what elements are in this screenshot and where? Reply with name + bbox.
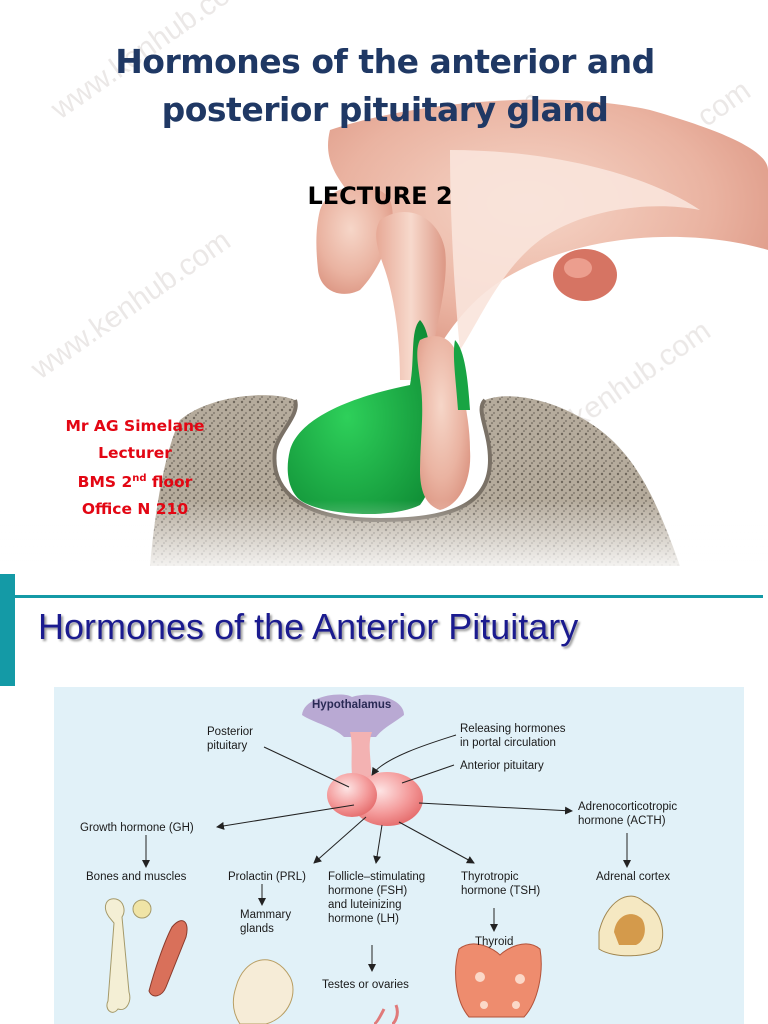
label-acth-line-1: Adrenocorticotropic bbox=[578, 801, 678, 813]
label-anterior-pituitary: Anterior pituitary bbox=[460, 760, 544, 772]
author-block: Mr AG Simelane Lecturer BMS 2nd floor Of… bbox=[45, 413, 225, 522]
label-posterior-line-2: pituitary bbox=[207, 740, 248, 752]
hypothalamus-shape bbox=[302, 694, 404, 737]
anterior-pituitary-slide: Hormones of the Anterior Pituitary bbox=[0, 566, 768, 1024]
posterior-pituitary-gland bbox=[327, 773, 377, 817]
label-releasing-hormones: Releasing hormones in portal circulation bbox=[460, 722, 565, 750]
mammary-illustration bbox=[232, 959, 294, 1024]
label-posterior-pituitary: Posterior pituitary bbox=[207, 725, 253, 753]
label-mammary-line-1: Mammary bbox=[240, 909, 292, 921]
accent-bar bbox=[0, 574, 15, 686]
label-testes-ovaries: Testes or ovaries bbox=[322, 979, 409, 991]
label-tsh-line-1: Thyrotropic bbox=[461, 871, 519, 883]
label-tsh-line-2: hormone (TSH) bbox=[461, 885, 541, 897]
label-growth-hormone: Growth hormone (GH) bbox=[80, 822, 194, 834]
muscle-illustration bbox=[148, 920, 188, 997]
svg-text:www.kenhub.com: www.kenhub.com bbox=[24, 224, 236, 386]
label-releasing-line-2: in portal circulation bbox=[460, 737, 556, 749]
author-name: Mr AG Simelane bbox=[65, 417, 205, 435]
pituitary-illustration: www.kenhub.com www.kenhub.com www.kenhub… bbox=[0, 0, 768, 566]
label-mammary: Mammary glands bbox=[240, 908, 291, 936]
label-releasing-line-1: Releasing hormones bbox=[460, 723, 566, 735]
label-posterior-line-1: Posterior bbox=[207, 726, 254, 738]
label-acth: Adrenocorticotropic hormone (ACTH) bbox=[578, 800, 677, 828]
label-fsh-line-4: hormone (LH) bbox=[328, 913, 399, 925]
slide-title: Hormones of the anterior and posterior p… bbox=[40, 38, 730, 134]
label-fsh-line-1: Follicle–stimulating bbox=[328, 871, 426, 883]
testes-illustration bbox=[373, 1004, 399, 1024]
lecture-number: LECTURE 2 bbox=[307, 182, 453, 210]
label-fsh-line-2: hormone (FSH) bbox=[328, 885, 408, 897]
label-acth-line-2: hormone (ACTH) bbox=[578, 815, 666, 827]
label-hypothalamus: Hypothalamus bbox=[312, 699, 392, 711]
accent-line bbox=[15, 595, 763, 598]
label-bones-muscles: Bones and muscles bbox=[86, 871, 187, 883]
label-adrenal-cortex: Adrenal cortex bbox=[596, 871, 671, 883]
label-tsh: Thyrotropic hormone (TSH) bbox=[461, 870, 540, 898]
location-sup: nd bbox=[132, 473, 147, 484]
label-thyroid: Thyroid bbox=[475, 936, 514, 948]
title-slide: www.kenhub.com www.kenhub.com www.kenhub… bbox=[0, 0, 768, 566]
label-fsh-line-3: and luteinizing bbox=[328, 899, 402, 911]
diagram-graphics bbox=[105, 694, 664, 1024]
author-role: Lecturer bbox=[98, 443, 172, 462]
location-suffix: floor bbox=[146, 473, 193, 492]
label-fsh-lh: Follicle–stimulating hormone (FSH) and l… bbox=[328, 870, 425, 926]
thyroid-illustration bbox=[455, 943, 542, 1018]
anterior-pituitary-diagram: Hypothalamus Posterior pituitary Releasi… bbox=[54, 687, 744, 1024]
author-location: BMS 2nd floor bbox=[45, 466, 225, 496]
bone-illustration bbox=[105, 898, 131, 1013]
slide-2-title: Hormones of the Anterior Pituitary bbox=[38, 606, 579, 647]
title-line-1: Hormones of the anterior and bbox=[115, 42, 655, 81]
author-office: Office N 210 bbox=[81, 499, 189, 518]
label-mammary-line-2: glands bbox=[240, 923, 274, 935]
title-line-2: posterior pituitary gland bbox=[161, 90, 609, 129]
label-prolactin: Prolactin (PRL) bbox=[228, 871, 306, 883]
location-prefix: BMS 2 bbox=[77, 473, 133, 492]
